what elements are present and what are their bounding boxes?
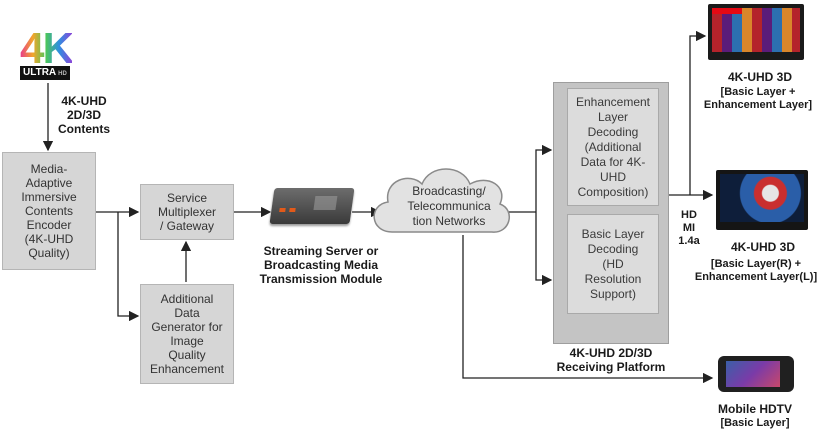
mobile-description: [Basic Layer] bbox=[720, 417, 790, 429]
contents-encoder-box: Media- Adaptive Immersive Contents Encod… bbox=[2, 152, 96, 270]
hdmi-label: HD MI 1.4a bbox=[678, 209, 700, 247]
source-contents-label: 4K-UHD 2D/3D Contents bbox=[58, 94, 110, 136]
tv-top-icon bbox=[708, 4, 804, 60]
logo-hd-suffix: HD bbox=[58, 71, 67, 77]
tv-top-description: [Basic Layer + Enhancement Layer] bbox=[703, 86, 813, 111]
streaming-server-label: Streaming Server or Broadcasting Media T… bbox=[259, 244, 383, 286]
receiving-platform-label: 4K-UHD 2D/3D Receiving Platform bbox=[556, 346, 666, 374]
basic-layer-decoding-box: Basic Layer Decoding (HD Resolution Supp… bbox=[567, 214, 659, 314]
tv-top-title: 4K-UHD 3D bbox=[727, 70, 792, 84]
streaming-server-icon bbox=[269, 188, 355, 224]
server-port-icon bbox=[313, 196, 338, 210]
additional-data-generator-box: Additional Data Generator for Image Qual… bbox=[140, 284, 234, 384]
tv-middle-title: 4K-UHD 3D bbox=[730, 240, 795, 254]
network-cloud-shape bbox=[373, 168, 510, 233]
mobile-title: Mobile HDTV bbox=[718, 402, 792, 416]
tv-middle-icon bbox=[716, 170, 808, 230]
enhancement-layer-decoding-box: Enhancement Layer Decoding (Additional D… bbox=[567, 88, 659, 206]
mobile-device-icon bbox=[718, 356, 794, 392]
logo-ultra-text: ULTRA bbox=[23, 67, 57, 78]
server-led-icon bbox=[289, 208, 296, 212]
network-label: Broadcasting/ Telecommunica tion Network… bbox=[407, 184, 491, 228]
logo-4k-text: 4K bbox=[20, 24, 74, 73]
tv-middle-description: [Basic Layer(R) + Enhancement Layer(L)] bbox=[694, 258, 818, 283]
server-led-icon bbox=[279, 208, 286, 212]
service-multiplexer-box: Service Multiplexer / Gateway bbox=[140, 184, 234, 240]
